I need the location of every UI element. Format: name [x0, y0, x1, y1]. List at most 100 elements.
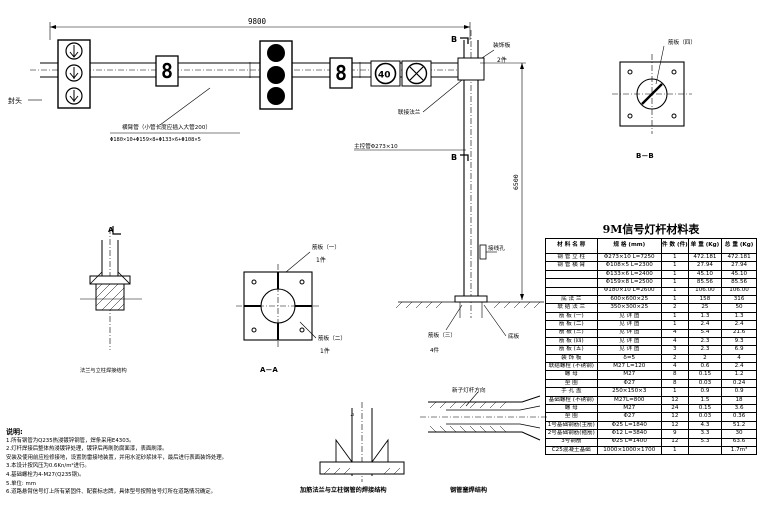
bom-cell-total-weight: 45.10: [721, 269, 757, 280]
rib-one-label: 筋板（一）: [312, 243, 340, 251]
bom-cell-qty: 4: [660, 336, 689, 347]
bom-cell-unit-weight: 0.9: [687, 387, 723, 397]
bom-cell-qty: 12: [660, 437, 689, 448]
bom-cell-spec: Φ180×10 L=2600: [596, 286, 662, 296]
flange-connection-label: 联接法兰: [398, 108, 421, 116]
section-a-a-view: [236, 264, 320, 348]
cover-plate-qty: 2件: [497, 56, 507, 64]
bom-cell-spec: M27L=800: [596, 395, 662, 406]
note-item: 5.单位: mm: [6, 480, 36, 487]
bom-cell-spec: 见 详 图: [596, 311, 662, 322]
bom-cell-spec: Φ25 L=1400: [596, 437, 662, 448]
bom-cell-total-weight: 6.9: [721, 345, 757, 355]
bom-cell-name: 筋 板 (三): [545, 328, 598, 338]
section-b-b-view: 筋板（四）: [612, 38, 696, 134]
bom-cell-qty: 12: [660, 412, 689, 422]
span-dimension-label: 9800: [248, 17, 267, 26]
bom-cell-name: 垫 圈: [545, 412, 598, 422]
cap-end-label: 封头: [8, 96, 22, 105]
pipe-plug-weld-detail: [420, 391, 548, 441]
bom-cell-spec: Φ12 L=3840: [596, 429, 662, 439]
bom-cell-name: 筋 板 (一): [545, 311, 598, 322]
bom-cell-name: 联结螺栓 (不锈钢): [545, 362, 598, 372]
bom-cell-total-weight: 51.2: [721, 420, 757, 431]
traffic-light-head: [259, 40, 293, 110]
bom-cell-name: 装 饰 板: [545, 353, 598, 364]
bom-cell-qty: 1: [660, 445, 689, 456]
weld-symbol: ⊿: [350, 412, 354, 418]
bom-cell-name: 联 结 法 兰: [545, 303, 598, 313]
bom-cell-qty: 1: [660, 387, 689, 397]
speed-limit-value: 40: [378, 71, 391, 81]
rib-five-label: 筋板（四）: [668, 38, 696, 46]
bom-cell-unit-weight: 2.4: [687, 320, 723, 330]
bom-cell-unit-weight: 2: [687, 353, 723, 364]
base-plate-label: 底板: [508, 332, 520, 340]
bom-cell-spec: M27: [596, 370, 662, 380]
bom-cell-name: [545, 278, 598, 288]
bom-cell-qty: 4: [660, 362, 689, 372]
view-b-b-caption: B－B: [636, 152, 654, 160]
bom-cell-unit-weight: 3.3: [687, 429, 723, 439]
main-pole: [454, 30, 488, 318]
bom-cell-qty: 4: [660, 328, 689, 338]
reinforced-flange-caption: 加筋法兰与立柱钢管的焊接结构: [299, 486, 387, 494]
bom-cell-spec: Φ159×8 L=2500: [596, 278, 662, 288]
note-item: 4.基础螺栓为4-M27(Q235钢)。: [6, 471, 85, 478]
bom-cell-name: 筋 板 (四): [545, 336, 598, 347]
bom-cell-qty: 1: [660, 286, 689, 296]
notes-heading: 说明:: [6, 428, 23, 436]
bom-cell-total-weight: 1.2: [721, 370, 757, 380]
arm-spec-label: Φ180×10+Φ159×8+Φ133×6+Φ108×5: [110, 137, 201, 143]
countdown-digit: 8: [161, 59, 173, 83]
bom-cell-spec: 350×300×25: [596, 303, 662, 313]
bom-cell-qty: 1: [660, 278, 689, 288]
bom-cell-spec: 600×600×25: [596, 294, 662, 305]
bom-cell-total-weight: 2.4: [721, 320, 757, 330]
bom-cell-spec: 见 详 图: [596, 328, 662, 338]
bom-cell-total-weight: 3.6: [721, 404, 757, 414]
rib-two-qty: 1件: [320, 347, 330, 355]
bom-cell-spec: δ=5: [596, 353, 662, 364]
bom-header-unit-weight: 单 重 (Kg): [687, 238, 723, 254]
arrow-signal-head: [57, 39, 91, 109]
countdown-display-left: 8: [155, 55, 179, 87]
bom-table: 材 料 名 称 规 格 (mm) 件 数 (件) 单 重 (Kg) 总 重 (K…: [545, 238, 757, 456]
bom-cell-qty: 1: [660, 269, 689, 280]
rib-three-qty: 4件: [430, 346, 440, 354]
bom-cell-qty: 24: [660, 404, 689, 414]
bom-cell-total-weight: 4: [721, 353, 757, 364]
bom-cell-total-weight: 30: [721, 429, 757, 439]
bom-cell-unit-weight: 0.15: [687, 404, 723, 414]
cable-hole-label: 接线孔: [488, 244, 505, 252]
main-pole-label: 主控管Φ273×10: [354, 142, 398, 150]
bom-cell-unit-weight: 25: [687, 303, 723, 313]
prohibition-sign: [401, 60, 432, 87]
bom-cell-unit-weight: 0.6: [687, 362, 723, 372]
bom-cell-qty: 2: [660, 353, 689, 364]
notes-list: 1.所有钢管为Q235热浸镀锌钢管，焊条采用E4303。2.灯杆焊接后整体热浸镀…: [6, 437, 306, 497]
bom-cell-name: 垫 圈: [545, 378, 598, 389]
height-dimension: 6500: [480, 62, 526, 300]
bom-cell-unit-weight: 1.3: [687, 311, 723, 322]
pipe-plug-weld-caption: 钢管塞焊结构: [450, 486, 487, 494]
note-item: 2.灯杆焊接后整体热浸镀锌处理，镀锌后再刷防腐面漆，表面刷漆。: [6, 446, 168, 453]
height-dimension-label: 6500: [512, 174, 520, 190]
arm-pipe-label: 横臂管（小管长度应插入大管200）: [122, 123, 211, 131]
cover-plate-label: 装饰板: [493, 41, 511, 49]
bom-cell-unit-weight: 472.181: [687, 252, 723, 263]
bom-cell-unit-weight: 2.3: [687, 336, 723, 347]
bom-cell-spec: M27: [596, 404, 662, 414]
bom-cell-qty: 2: [660, 303, 689, 313]
section-b-lower: B: [451, 153, 457, 162]
